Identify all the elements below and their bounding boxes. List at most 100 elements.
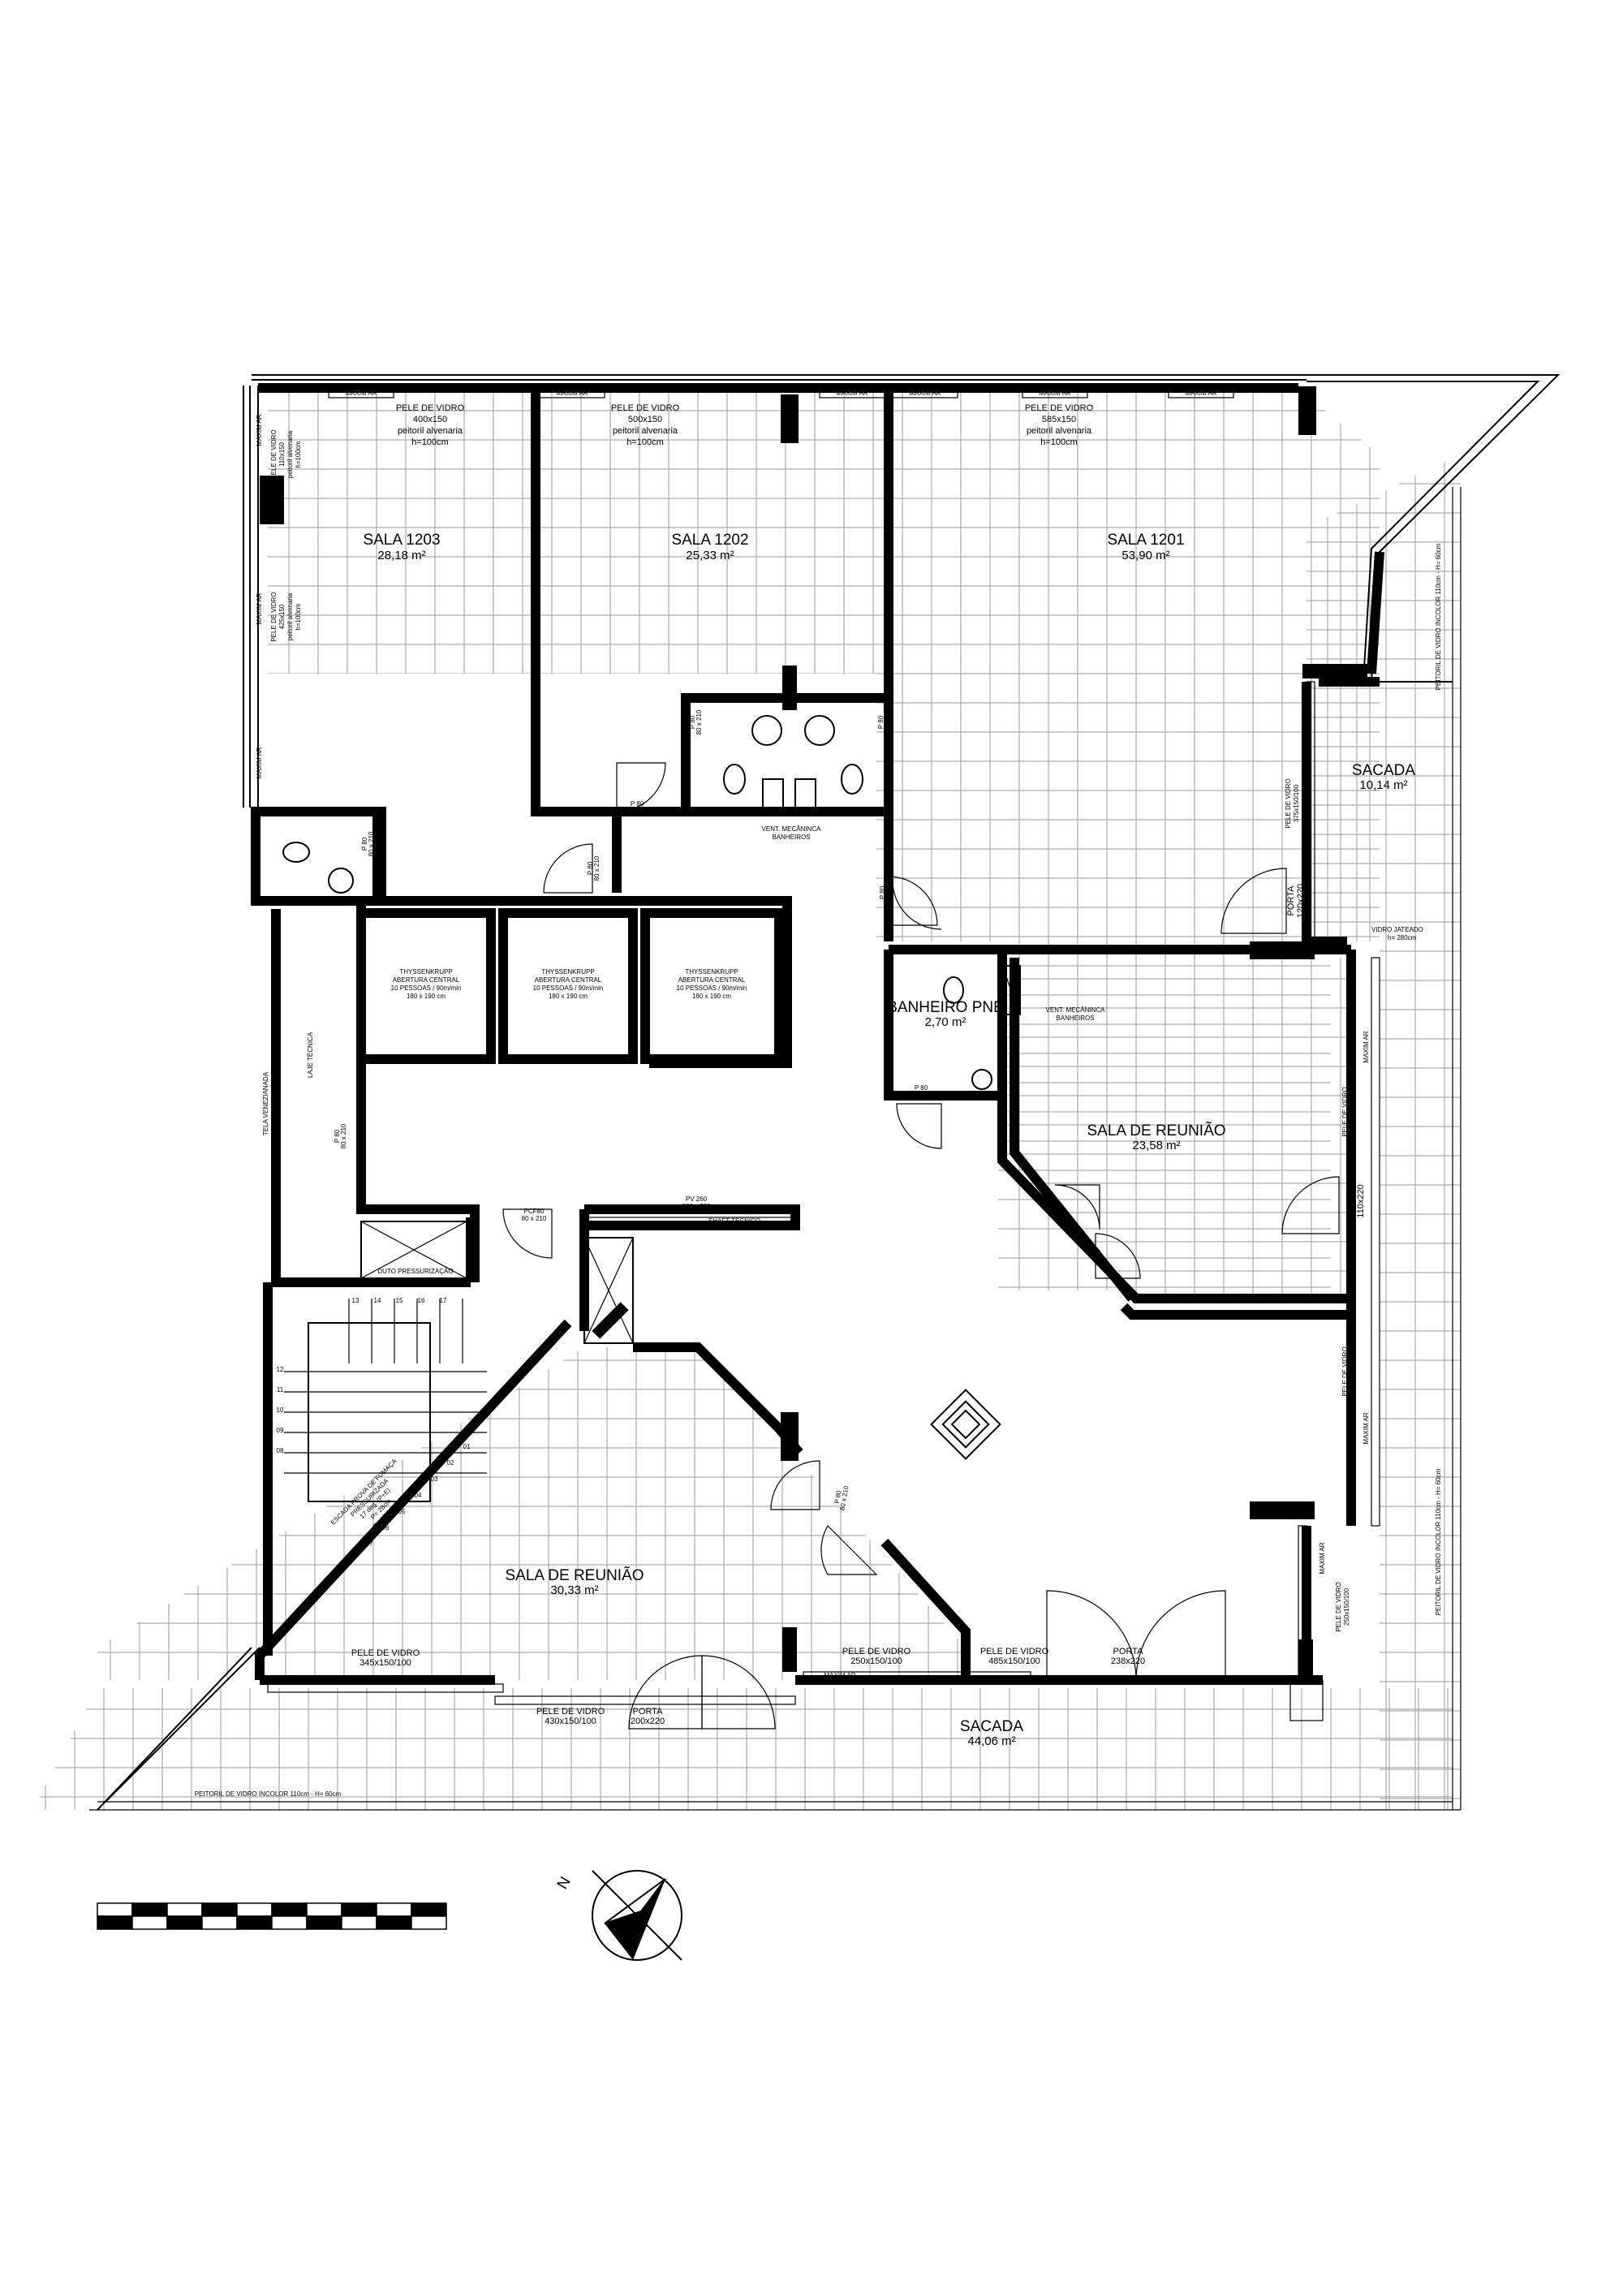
duto-label: DUTO PRESSURIZAÇÃO [377, 1268, 453, 1275]
svg-text:10 PESSOAS / 90m/min: 10 PESSOAS / 90m/min [391, 984, 462, 992]
door-tag-wc-west: P 80 80 x 210 [361, 831, 375, 856]
door-tag-wc2: P 80 80 x 210 [877, 709, 891, 734]
svg-text:PORTA: PORTA [1113, 1647, 1144, 1656]
stair-number: 15 [396, 1297, 403, 1304]
shaft-label: SHAFT TÉCNICO [708, 1217, 760, 1225]
svg-text:180 x 190 cm: 180 x 190 cm [549, 993, 588, 1000]
stair-number: 04 [415, 1492, 422, 1499]
svg-text:h= 280cm: h= 280cm [1388, 934, 1417, 941]
glass-label-s-2: PELE DE VIDRO 485x150/100 [980, 1647, 1049, 1666]
svg-text:peitoril alvenaria: peitoril alvenaria [613, 426, 678, 436]
svg-text:80 x 210: 80 x 210 [368, 831, 375, 856]
glass-label-s-1: PELE DE VIDRO 250x150/100 [842, 1647, 911, 1666]
svg-text:VENT. MECÂNINCA: VENT. MECÂNINCA [1046, 1006, 1106, 1014]
door-tag-laje: P 80 80 x 210 [334, 1123, 347, 1148]
svg-text:485x150/100: 485x150/100 [988, 1656, 1040, 1666]
stair-number: 08 [277, 1447, 284, 1454]
svg-text:80 x 210: 80 x 210 [522, 1215, 547, 1222]
room-name-sala-1203: SALA 1203 [363, 532, 440, 549]
stair-number: 14 [374, 1297, 381, 1304]
door-label-hall: PORTA 238x220 [1111, 1647, 1145, 1666]
door-tag-wc1: P 80 80 x 210 [689, 709, 703, 734]
window-label-1201: PELE DE VIDRO 585x150 peitoril alvenaria… [1025, 403, 1094, 447]
svg-text:345x150/100: 345x150/100 [359, 1658, 411, 1668]
svg-text:MAXIM AR: MAXIM AR [909, 390, 941, 397]
stair-number: 07 [366, 1540, 373, 1548]
svg-text:80 x 210: 80 x 210 [909, 1091, 934, 1098]
svg-text:PV 260: PV 260 [686, 1195, 708, 1203]
window-label-1202: PELE DE VIDRO 500x150 peitoril alvenaria… [611, 403, 680, 447]
scale-bar [97, 1902, 447, 1930]
svg-text:ABERTURA CENTRAL: ABERTURA CENTRAL [393, 976, 460, 984]
svg-text:260 x 220: 260 x 220 [682, 1203, 711, 1210]
svg-text:80 x 210: 80 x 210 [838, 1485, 850, 1511]
svg-text:80 x 210: 80 x 210 [885, 880, 893, 905]
peitoril-label-right-high: PEITORIL DE VIDRO INCOLOR 110cm - H= 60c… [1435, 543, 1442, 690]
svg-text:MAXIM AR: MAXIM AR [1319, 1542, 1326, 1574]
svg-text:MAXIM AR: MAXIM AR [256, 414, 263, 446]
svg-text:PORTA: PORTA [1286, 885, 1296, 916]
door-tag-pcf: PCF80 80 x 210 [522, 1208, 547, 1222]
svg-text:P 80: P 80 [361, 837, 368, 851]
fixtures [282, 715, 1001, 1460]
stair-treads [284, 1299, 487, 1502]
svg-text:BANHEIROS: BANHEIROS [772, 834, 810, 841]
svg-text:MAXIM AR: MAXIM AR [256, 592, 263, 624]
svg-text:250x150/100: 250x150/100 [1343, 1587, 1350, 1626]
door-tag-core: P 80 80 x 210 [587, 855, 601, 881]
svg-text:PELE DE VIDRO: PELE DE VIDRO [270, 429, 278, 479]
svg-text:MAXIM AR: MAXIM AR [836, 390, 867, 397]
columns [260, 386, 1367, 1676]
room-name-sala-1201: SALA 1201 [1107, 532, 1184, 549]
window-label-west-1: PELE DE VIDRO 110x150 peitoril alvenaria… [270, 429, 302, 479]
svg-text:500x150: 500x150 [628, 415, 662, 424]
svg-text:10 PESSOAS / 90m/min: 10 PESSOAS / 90m/min [677, 984, 747, 992]
svg-text:VIDRO JATEADO: VIDRO JATEADO [1371, 926, 1423, 933]
svg-text:ABERTURA CENTRAL: ABERTURA CENTRAL [678, 976, 746, 984]
svg-text:PORTA: PORTA [633, 1707, 664, 1717]
stair-number: 17 [440, 1297, 447, 1304]
svg-text:110x220: 110x220 [1356, 1184, 1366, 1217]
svg-text:180 x 190 cm: 180 x 190 cm [692, 993, 731, 1000]
stair-number: 02 [447, 1459, 454, 1467]
svg-text:MAXIM AR: MAXIM AR [1363, 1412, 1370, 1444]
door-label-reuniao-e: PORTA 110x220 [1346, 1184, 1366, 1217]
room-name-banheiro-pne: BANHEIRO PNE [887, 999, 1004, 1016]
room-area-sacada-s: 44,06 m² [967, 1734, 1015, 1748]
door-tag-pv: PV 260 260 x 220 [682, 1195, 711, 1210]
door-tag-reuniao-e: P 80 80 x 210 [1078, 1241, 1102, 1264]
escada-label: ESCADA PROVA DE FUMAÇA PRESSURIZADA 17 d… [329, 1457, 402, 1530]
room-area-banheiro-pne: 2,70 m² [925, 1015, 966, 1029]
svg-text:P 80: P 80 [879, 885, 886, 899]
maxim-ar-labels: MAXIM AR MAXIM AR MAXIM AR MAXIM AR MAXI… [256, 390, 1370, 1683]
window-label-west-2: PELE DE VIDRO 425x150 peitoril alvenaria… [270, 592, 302, 641]
glass-strips [267, 681, 1380, 1721]
north-arrow [592, 1870, 682, 1961]
svg-text:PELE DE VIDRO: PELE DE VIDRO [1341, 1087, 1349, 1136]
door-tag-corridor: P 80 80 x 210 [625, 800, 650, 814]
room-name-sacada-ne: SACADA [1352, 762, 1415, 779]
stair-number: 05 [398, 1508, 406, 1515]
vent-label-pne: VENT. MECÂNINCA BANHEIROS [1046, 1006, 1106, 1022]
svg-text:375x150/100: 375x150/100 [1293, 784, 1300, 822]
svg-text:585x150: 585x150 [1042, 415, 1076, 424]
stair-number: 16 [418, 1297, 425, 1304]
glass-label-reuniao-e-1: PELE DE VIDRO 520x150/100 [1341, 1087, 1357, 1136]
svg-text:425x150: 425x150 [278, 604, 286, 629]
svg-text:h=100cm: h=100cm [295, 603, 302, 630]
svg-text:MAXIM AR: MAXIM AR [1363, 1031, 1370, 1062]
room-area-reuniao-sw: 30,33 m² [550, 1583, 598, 1597]
svg-text:430x150/100: 430x150/100 [545, 1717, 596, 1726]
svg-text:238x220: 238x220 [1111, 1656, 1145, 1666]
stair-number: 12 [277, 1366, 284, 1373]
floor-tile-grid-sacada [32, 1688, 1453, 1810]
svg-text:PELE DE VIDRO: PELE DE VIDRO [1285, 778, 1292, 828]
svg-text:PELE DE VIDRO: PELE DE VIDRO [1341, 1346, 1349, 1396]
svg-text:PELE DE VIDRO: PELE DE VIDRO [396, 403, 465, 413]
room-name-sala-1202: SALA 1202 [671, 532, 748, 549]
svg-text:80 x 210: 80 x 210 [884, 709, 891, 734]
shafts [360, 778, 1021, 1344]
